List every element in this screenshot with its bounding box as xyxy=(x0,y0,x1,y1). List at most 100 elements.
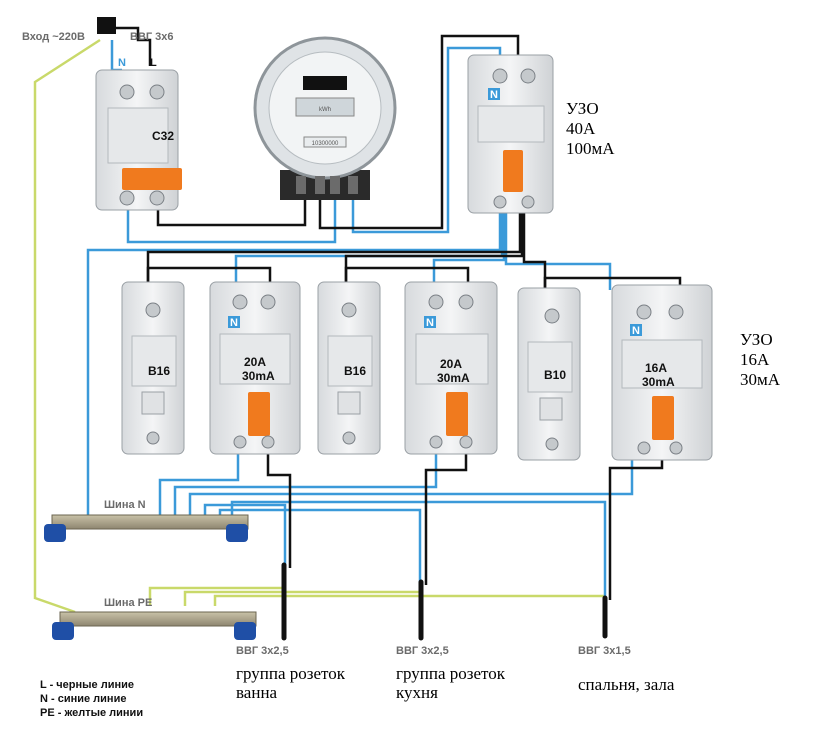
screw-icon xyxy=(492,68,508,84)
busbar-pe: Шина PE xyxy=(52,597,257,640)
group-1: ВВГ 3х2,5 группа розеток ванна xyxy=(236,645,346,702)
input-l-mark: L xyxy=(150,57,157,69)
screw-icon xyxy=(493,195,507,209)
main-breaker-rating: C32 xyxy=(152,129,174,143)
input-label: Вход ~220В xyxy=(22,31,85,43)
rcd-20a-1: N 20А 30mA xyxy=(209,281,301,455)
l-breaker-to-meter xyxy=(156,190,307,227)
rcd-3-sensitivity: 30mA xyxy=(642,375,675,389)
rcd-1-toggle xyxy=(248,392,270,436)
l-b3-rcd3 xyxy=(543,276,682,290)
neutral-wires xyxy=(86,40,634,600)
n-group-1 xyxy=(203,503,287,568)
breaker-3-rating: B10 xyxy=(544,368,566,382)
pe-wire-group-1 xyxy=(148,568,285,606)
l-group-3 xyxy=(608,455,664,600)
rcd-3-label-3: 30мА xyxy=(740,370,781,389)
group-1-cable: ВВГ 3х2,5 xyxy=(236,645,289,657)
group-1-line2: ванна xyxy=(236,683,278,702)
rcd-1-current: 20А xyxy=(244,355,266,369)
rcd-20a-2: N 20А 30mA xyxy=(404,281,498,455)
main-rcd: N xyxy=(467,54,554,214)
screw-icon xyxy=(119,190,135,206)
screw-icon xyxy=(429,435,443,449)
busbar-n: Шина N xyxy=(44,499,249,542)
screw-icon xyxy=(146,431,160,445)
rcd-3-toggle xyxy=(652,396,674,440)
main-rcd-label-2: 40А xyxy=(566,119,596,138)
screw-icon xyxy=(637,441,651,455)
n-rcd3-bus xyxy=(188,455,634,515)
rcd-3-label-1: УЗО xyxy=(740,330,773,349)
n-terminal-mark: N xyxy=(230,317,238,329)
input-cable-label: ВВГ 3х6 xyxy=(130,31,174,43)
screw-icon xyxy=(341,302,357,318)
l-b2-rcd2 xyxy=(344,266,470,288)
n-to-rcd2 xyxy=(432,208,506,288)
n-terminal-mark: N xyxy=(632,325,640,337)
rcd-1-sensitivity: 30mA xyxy=(242,369,275,383)
pe-wire-group-3 xyxy=(213,594,606,606)
busbar-insulator-icon xyxy=(234,622,256,640)
meter-reading: 10300000 xyxy=(312,141,339,147)
screw-icon xyxy=(232,294,248,310)
group-1-line1: группа розеток xyxy=(236,664,346,683)
n-group-3 xyxy=(230,500,607,600)
l-input-wire xyxy=(106,26,152,66)
screw-icon xyxy=(233,435,247,449)
main-breaker-toggle xyxy=(122,168,182,190)
rcd-2-current: 20А xyxy=(440,357,462,371)
busbar-insulator-icon xyxy=(226,524,248,542)
group-2: ВВГ 3х2,5 группа розеток кухня xyxy=(396,645,506,702)
busbar-insulator-icon xyxy=(52,622,74,640)
screw-icon xyxy=(145,302,161,318)
main-rcd-label-1: УЗО xyxy=(566,99,599,118)
group-2-line2: кухня xyxy=(396,683,438,702)
n-rcd-to-bus xyxy=(86,208,502,520)
legend-n: N - синие линие xyxy=(40,693,126,705)
n-terminal-mark: N xyxy=(426,317,434,329)
output-cables xyxy=(281,562,608,641)
screw-icon xyxy=(260,294,276,310)
legend: L - черные линие N - синие линие PE - же… xyxy=(40,679,143,719)
screw-icon xyxy=(149,84,165,100)
busbar-insulator-icon xyxy=(44,524,66,542)
main-breaker: C32 xyxy=(95,69,182,211)
phase-wires xyxy=(106,26,682,600)
l-meter-to-rcd xyxy=(318,34,520,230)
group-2-cable: ВВГ 3х2,5 xyxy=(396,645,449,657)
screw-icon xyxy=(458,294,474,310)
breaker-1-rating: B16 xyxy=(148,364,170,378)
screw-icon xyxy=(261,435,275,449)
screw-icon xyxy=(520,68,536,84)
n-breaker-to-meter xyxy=(126,190,337,244)
screw-icon xyxy=(668,304,684,320)
n-meter-to-rcd xyxy=(351,46,502,234)
screw-icon xyxy=(428,294,444,310)
busbar-n-label: Шина N xyxy=(104,499,146,511)
rcd-3-current: 16А xyxy=(645,361,667,375)
legend-pe: PE - желтые линии xyxy=(40,707,143,719)
breaker-2-rating: B16 xyxy=(344,364,366,378)
n-terminal-mark: N xyxy=(490,89,498,101)
n-group-2 xyxy=(218,508,422,585)
rcd-2-sensitivity: 30mA xyxy=(437,371,470,385)
group-3-cable: ВВГ 3х1,5 xyxy=(578,645,631,657)
screw-icon xyxy=(636,304,652,320)
l-to-b3 xyxy=(522,208,547,290)
svg-text:kWh: kWh xyxy=(319,107,331,113)
rcd-3-label-2: 16А xyxy=(740,350,770,369)
group-3-line1: спальня, зала xyxy=(578,675,675,694)
screw-icon xyxy=(669,441,683,455)
group-2-line1: группа розеток xyxy=(396,664,506,683)
breaker-b10: B10 xyxy=(517,287,581,461)
screw-icon xyxy=(521,195,535,209)
legend-l: L - черные линие xyxy=(40,679,134,691)
l-group-2 xyxy=(424,452,468,585)
screw-icon xyxy=(545,437,559,451)
screw-icon xyxy=(119,84,135,100)
screw-icon xyxy=(342,431,356,445)
pe-main-wire xyxy=(33,38,101,614)
main-rcd-toggle xyxy=(503,150,523,192)
